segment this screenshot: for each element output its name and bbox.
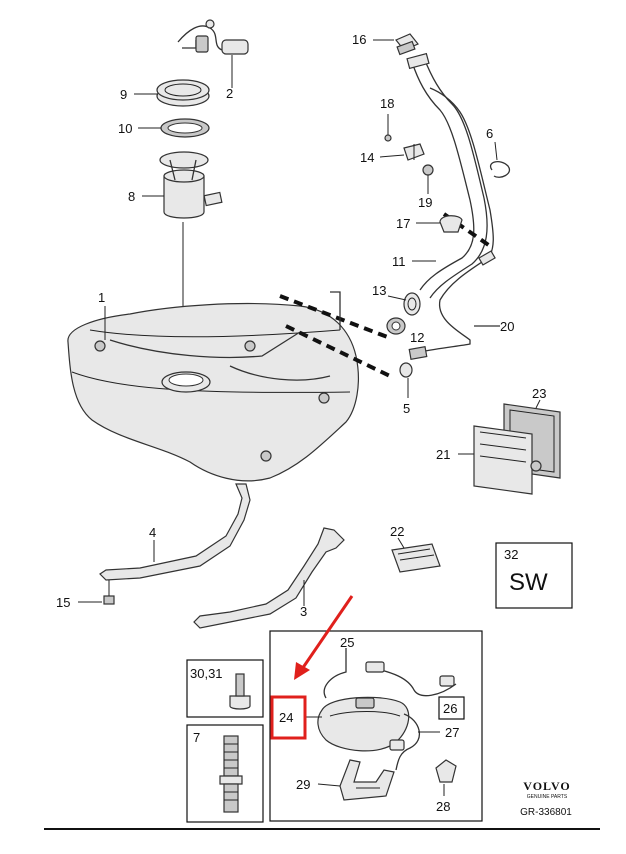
- callout-21: 21: [436, 447, 450, 462]
- part-7-stud: [219, 735, 243, 813]
- leader-29: [317, 783, 341, 787]
- callout-7: 7: [193, 730, 200, 745]
- part-5-clamp: [399, 362, 413, 378]
- part-30-31-box: [186, 659, 264, 718]
- highlight-box-24: [270, 695, 307, 740]
- callout-12: 12: [410, 330, 424, 345]
- leader-14: [379, 154, 405, 158]
- brand-tagline: GENUINE PARTS: [527, 794, 568, 800]
- highlight-arrow: [294, 595, 354, 680]
- vent-pipe: [330, 291, 341, 330]
- callout-8: 8: [128, 189, 135, 204]
- callout-32: 32: [504, 547, 518, 562]
- sw-label: SW: [509, 569, 548, 596]
- callout-5: 5: [403, 401, 410, 416]
- part-25-harness: [323, 648, 457, 699]
- part-11-filler-pipe: [406, 52, 494, 299]
- callout-29: 29: [296, 777, 310, 792]
- part-2-pump-harness: [177, 19, 249, 55]
- part-20-vent-hose: [408, 250, 500, 361]
- part-7-box: [186, 724, 264, 823]
- callout-6: 6: [486, 126, 493, 141]
- callout-25: 25: [340, 635, 354, 650]
- part-4-tank-strap: [99, 483, 251, 581]
- part-14-bracket: [403, 143, 425, 161]
- part-24-evap-canister: [317, 696, 410, 752]
- diagram-reference: GR-336801: [520, 807, 572, 818]
- callout-30-31: 30,31: [190, 666, 223, 681]
- part-22-label: [391, 543, 441, 573]
- part-3-tank-strap: [193, 527, 345, 629]
- part-10-seal: [160, 118, 210, 138]
- callout-14: 14: [360, 150, 374, 165]
- callout-24: 24: [279, 710, 293, 725]
- callout-16: 16: [352, 32, 366, 47]
- part-8-fuel-pump: [159, 151, 223, 219]
- part-6-hose-clamp: [489, 160, 511, 178]
- callout-10: 10: [118, 121, 132, 136]
- part-19-screw: [422, 164, 434, 194]
- break-line-filler: [442, 212, 492, 248]
- part-32-box: [495, 542, 573, 609]
- part-28-clip: [435, 759, 457, 783]
- break-line-upper: [279, 294, 391, 340]
- brand-logo-text: VOLVO: [523, 779, 570, 793]
- callout-17: 17: [396, 216, 410, 231]
- callout-9: 9: [120, 87, 127, 102]
- break-line-lower: [285, 324, 391, 378]
- part-30-31-bolt: [229, 673, 251, 710]
- part-12-clamp: [386, 317, 406, 335]
- callout-1: 1: [98, 290, 105, 305]
- callout-2: 2: [226, 86, 233, 101]
- leader-23: [535, 399, 541, 409]
- callout-13: 13: [372, 283, 386, 298]
- callout-23: 23: [532, 386, 546, 401]
- part-27-hose: [389, 713, 420, 771]
- part-24-group-box: [269, 630, 483, 822]
- part-15-bolt: [103, 580, 115, 605]
- leader-22: [397, 537, 405, 549]
- callout-28: 28: [436, 799, 450, 814]
- callout-26: 26: [443, 701, 457, 716]
- callout-19: 19: [418, 195, 432, 210]
- leader-6: [494, 141, 498, 161]
- callout-27: 27: [445, 725, 459, 740]
- part-9-lock-ring: [156, 79, 210, 107]
- callout-3: 3: [300, 604, 307, 619]
- callout-4: 4: [149, 525, 156, 540]
- part-16-filler-cap: [395, 33, 419, 56]
- part-21-control-module: [473, 425, 542, 495]
- callout-15: 15: [56, 595, 70, 610]
- callout-18: 18: [380, 96, 394, 111]
- part-29-bracket: [339, 759, 395, 801]
- callout-22: 22: [390, 524, 404, 539]
- leader-13: [387, 295, 407, 301]
- part-18-screw: [384, 114, 392, 142]
- part-1-fuel-tank: [67, 302, 359, 482]
- callout-20: 20: [500, 319, 514, 334]
- part-13-hose-clamp: [403, 292, 421, 316]
- part-26-box: [438, 696, 465, 720]
- callout-11: 11: [392, 254, 406, 269]
- part-17-clip: [439, 215, 463, 233]
